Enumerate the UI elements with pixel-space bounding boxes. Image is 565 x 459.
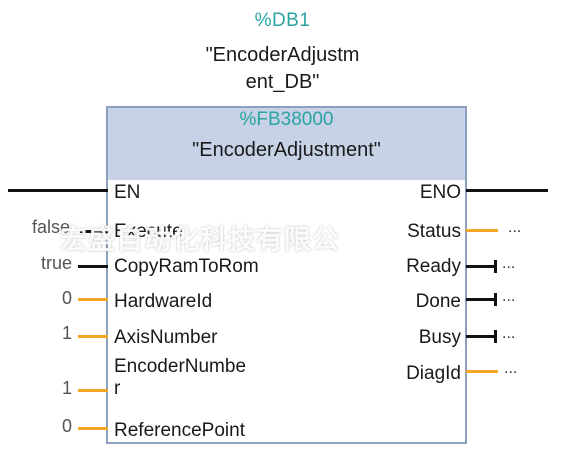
ready-wire-end bbox=[494, 260, 497, 273]
pin-referencepoint[interactable]: ReferencePoint bbox=[114, 420, 245, 441]
copyramtorom-wire[interactable] bbox=[78, 265, 108, 268]
busy-wire-end bbox=[494, 330, 497, 343]
axisnumber-wire[interactable] bbox=[78, 335, 108, 338]
done-value[interactable]: ... bbox=[502, 288, 516, 305]
instance-db-name[interactable]: "EncoderAdjustm ent_DB" bbox=[205, 44, 360, 93]
encodernumber-value[interactable]: 1 bbox=[61, 378, 72, 398]
copyramtorom-value[interactable]: true bbox=[40, 253, 72, 273]
ready-value[interactable]: ... bbox=[502, 255, 516, 272]
pin-busy[interactable]: Busy bbox=[418, 327, 461, 348]
pin-execute[interactable]: Execute bbox=[114, 221, 183, 242]
diagid-value[interactable]: ... bbox=[504, 360, 518, 377]
eno-wire[interactable] bbox=[466, 189, 548, 192]
pin-diagid[interactable]: DiagId bbox=[406, 363, 461, 384]
instance-db-address[interactable]: %DB1 bbox=[254, 10, 311, 31]
pin-ready[interactable]: Ready bbox=[406, 256, 461, 277]
fb-type-name: "EncoderAdjustment" bbox=[192, 139, 381, 161]
pin-copyramtorom[interactable]: CopyRamToRom bbox=[114, 256, 259, 277]
execute-wire[interactable] bbox=[80, 230, 108, 233]
referencepoint-value[interactable]: 0 bbox=[61, 416, 72, 436]
pin-hardwareid[interactable]: HardwareId bbox=[114, 291, 213, 312]
done-wire-end bbox=[494, 293, 497, 306]
diagid-wire[interactable] bbox=[466, 370, 498, 373]
pin-done[interactable]: Done bbox=[415, 291, 461, 312]
pin-encodernumber[interactable]: EncoderNumbe r bbox=[114, 356, 247, 399]
function-block-header bbox=[108, 108, 465, 180]
busy-value[interactable]: ... bbox=[502, 325, 516, 342]
done-wire[interactable] bbox=[466, 298, 496, 301]
busy-wire[interactable] bbox=[466, 335, 496, 338]
hardwareid-value[interactable]: 0 bbox=[61, 288, 72, 308]
encodernumber-wire[interactable] bbox=[78, 389, 108, 392]
referencepoint-wire[interactable] bbox=[78, 427, 108, 430]
axisnumber-value[interactable]: 1 bbox=[61, 323, 72, 343]
status-value[interactable]: ... bbox=[508, 219, 522, 236]
execute-value[interactable]: false bbox=[31, 217, 70, 237]
hardwareid-wire[interactable] bbox=[78, 298, 108, 301]
pin-en[interactable]: EN bbox=[114, 182, 141, 203]
pin-status[interactable]: Status bbox=[407, 221, 461, 242]
en-wire[interactable] bbox=[8, 189, 108, 192]
pin-axisnumber[interactable]: AxisNumber bbox=[114, 327, 218, 348]
ready-wire[interactable] bbox=[466, 265, 496, 268]
watermark: 宏盛自动化科技有限公 bbox=[60, 225, 340, 255]
fb-address: %FB38000 bbox=[239, 109, 334, 130]
status-wire[interactable] bbox=[466, 229, 498, 232]
pin-eno[interactable]: ENO bbox=[419, 182, 461, 203]
